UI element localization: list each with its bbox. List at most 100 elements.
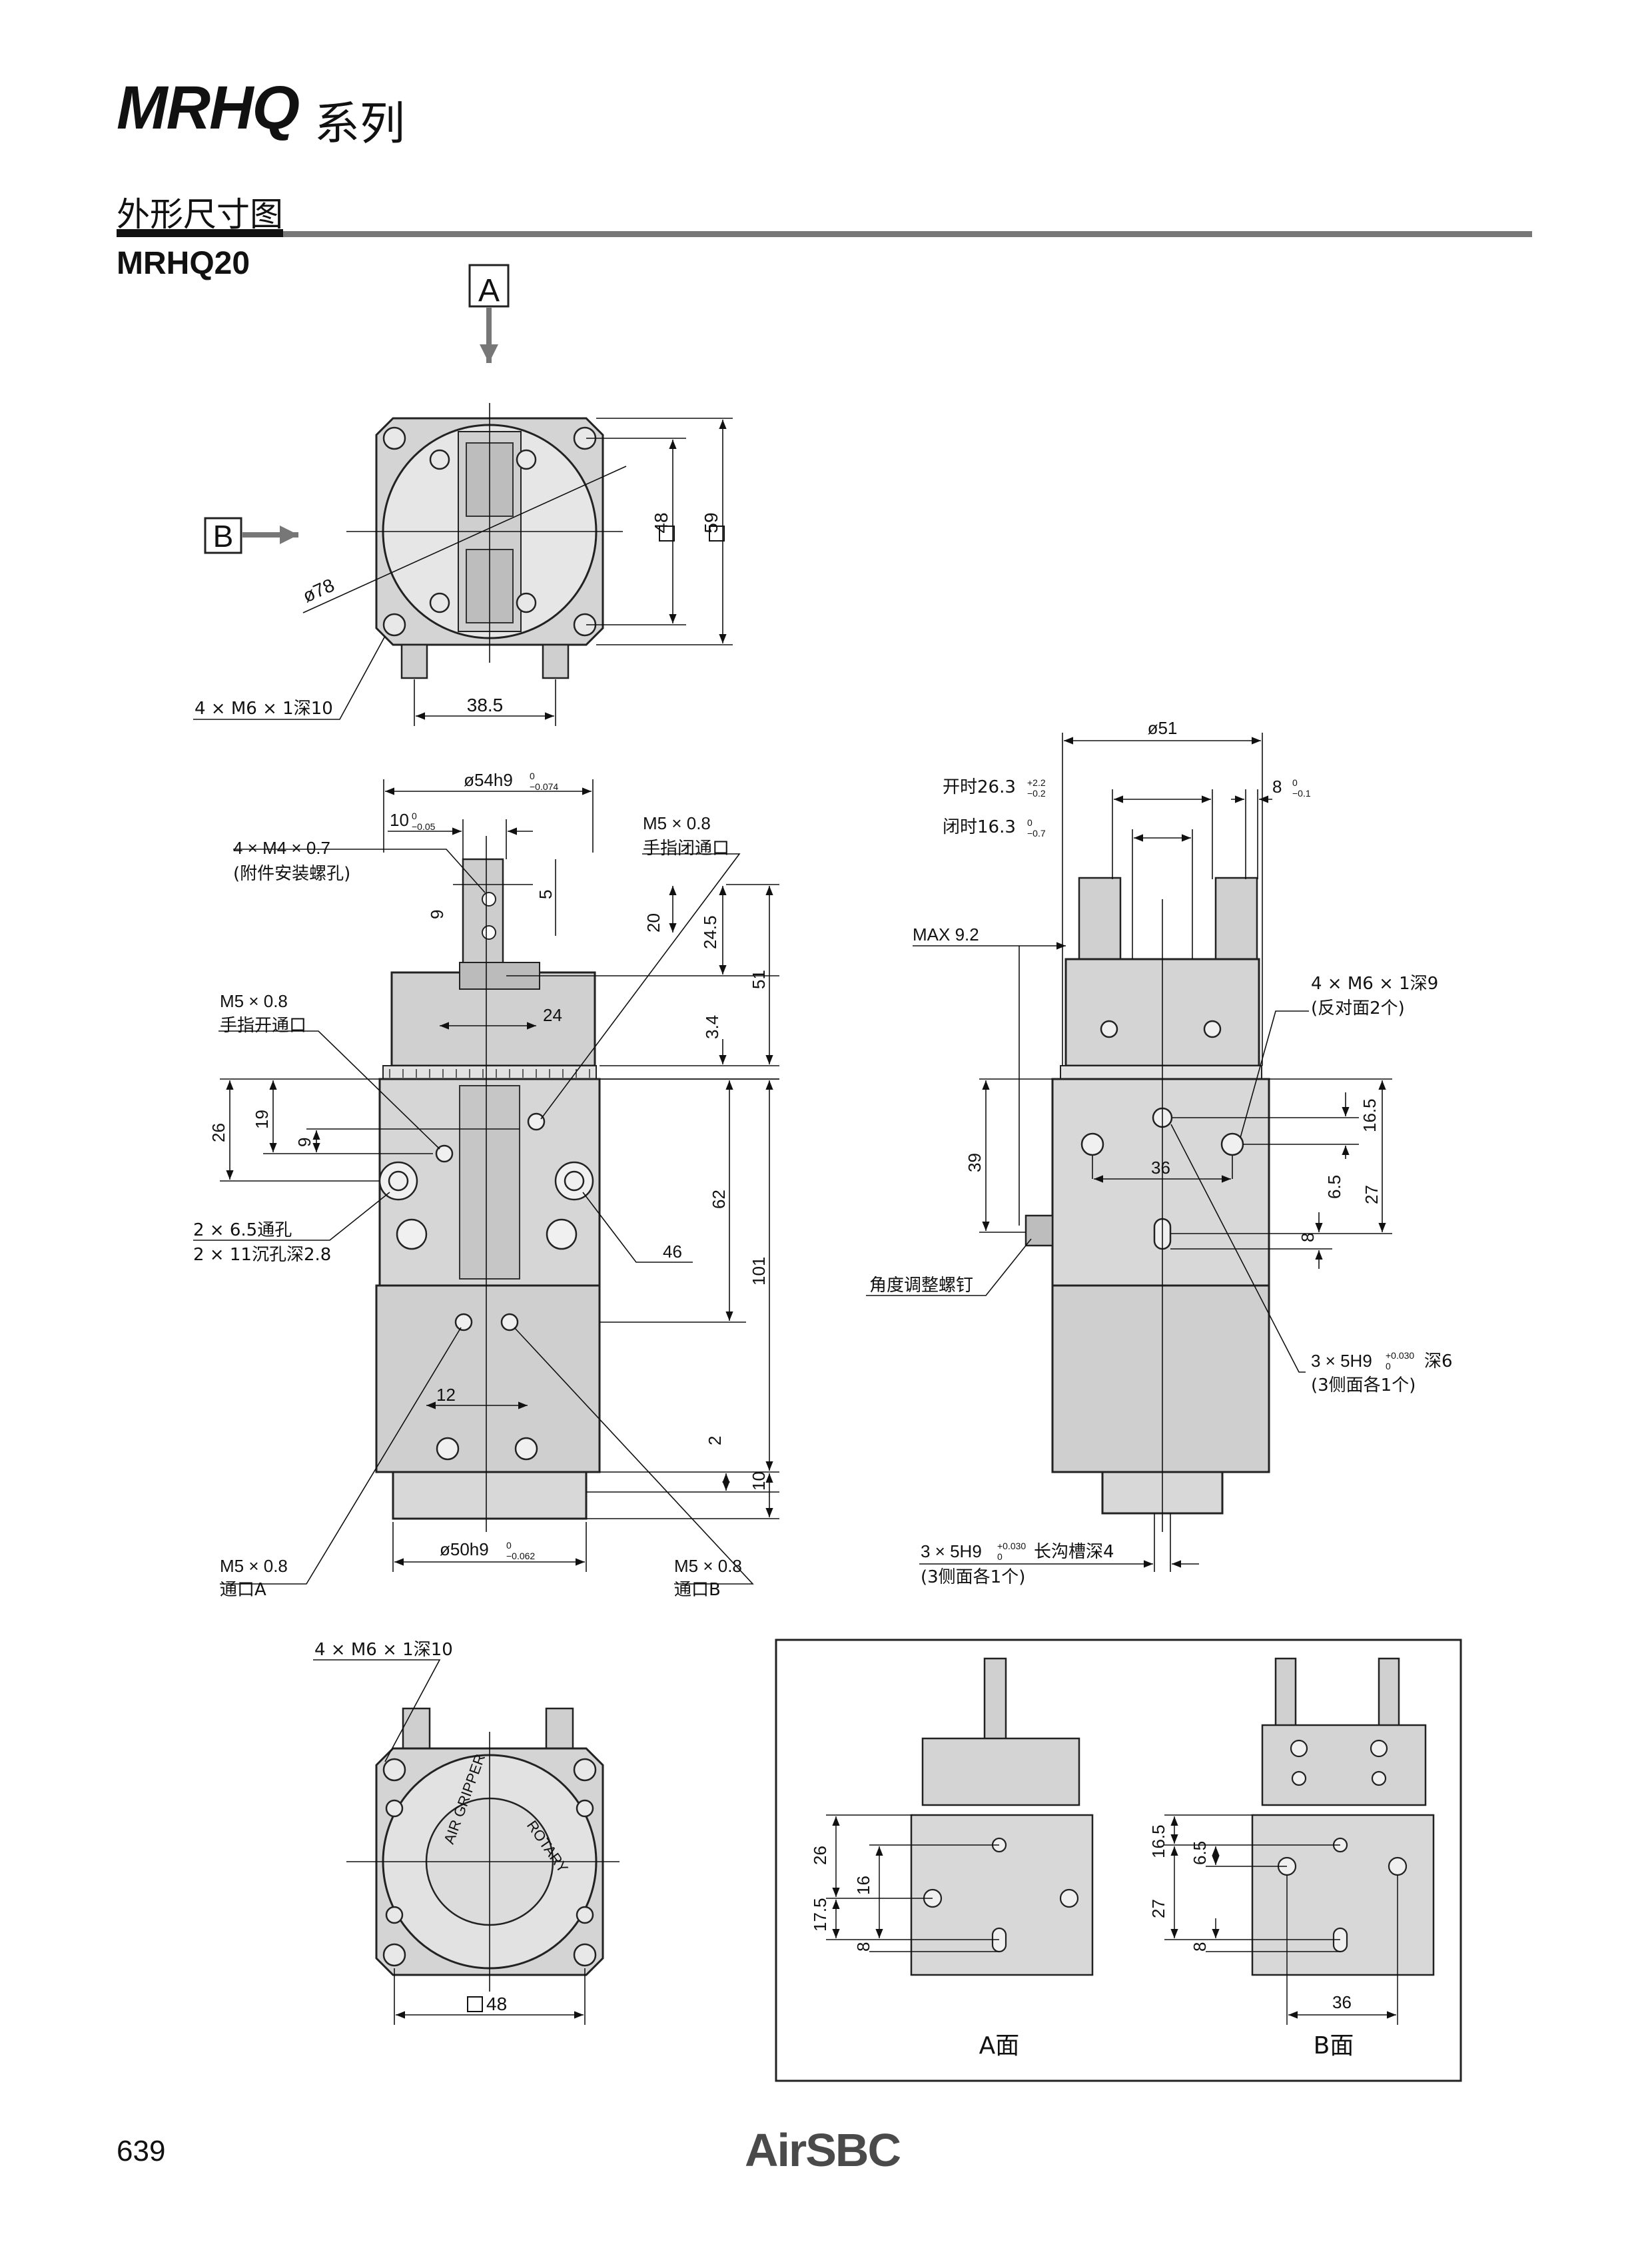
a-face-label: A面 (979, 2032, 1020, 2059)
section-rule-accent (117, 229, 283, 237)
svg-text:51: 51 (749, 970, 769, 989)
svg-text:0: 0 (1386, 1361, 1391, 1371)
svg-text:(3侧面各1个): (3侧面各1个) (921, 1567, 1025, 1587)
bottom-holes (382, 1758, 597, 1967)
side-open: 开时26.3 (943, 777, 1016, 797)
section-rule (283, 231, 1532, 237)
svg-text:39: 39 (965, 1153, 985, 1172)
svg-text:(反对面2个): (反对面2个) (1311, 998, 1405, 1018)
view-b-label: B (213, 519, 234, 554)
svg-text:通口B: 通口B (674, 1580, 721, 1600)
bottom-view: 4 × M6 × 1深10 48 ROTARY AIR GRIPPER (313, 1640, 620, 2025)
front-finger (462, 858, 504, 980)
svg-text:0: 0 (412, 811, 417, 821)
svg-text:5: 5 (536, 890, 556, 899)
svg-text:27: 27 (1362, 1185, 1382, 1204)
inset-views: 26 16 17.5 8 16.5 6.5 27 8 36 A面 B面 (775, 1639, 1462, 2082)
angle-screw-label: 角度调整螺钉 (869, 1276, 973, 1296)
svg-text:26: 26 (810, 1846, 830, 1865)
view-a-label: A (478, 273, 500, 308)
side-w8: 8 (1272, 777, 1282, 797)
side-close: 闭时16.3 (943, 817, 1016, 837)
page-number: 639 (117, 2135, 166, 2167)
svg-text:−0.062: −0.062 (506, 1551, 535, 1561)
svg-text:46: 46 (663, 1242, 682, 1262)
svg-text:20: 20 (643, 913, 663, 933)
front-d50: ø50h9 (440, 1539, 489, 1559)
svg-text:2 × 11沉孔深2.8: 2 × 11沉孔深2.8 (193, 1245, 331, 1265)
svg-text:+0.030: +0.030 (997, 1541, 1026, 1551)
svg-text:12: 12 (436, 1385, 456, 1405)
svg-text:0: 0 (530, 771, 535, 781)
svg-text:16.5: 16.5 (1360, 1098, 1380, 1132)
svg-text:101: 101 (749, 1257, 769, 1286)
side-lower-body (1051, 1284, 1270, 1473)
svg-text:16.5: 16.5 (1148, 1824, 1168, 1858)
svg-text:9: 9 (427, 910, 447, 919)
front-w10: 10 (390, 810, 409, 830)
svg-text:24: 24 (543, 1005, 562, 1025)
svg-text:2 × 6.5通孔: 2 × 6.5通孔 (193, 1220, 292, 1240)
svg-text:6.5: 6.5 (1324, 1175, 1344, 1199)
svg-text:8: 8 (1190, 1942, 1210, 1952)
top-view: A B ø78 48 (193, 264, 733, 726)
svg-text:9: 9 (294, 1138, 314, 1147)
svg-text:深6: 深6 (1424, 1351, 1453, 1371)
top-port-left (400, 643, 428, 679)
view-a-box (468, 264, 510, 308)
svg-text:+0.030: +0.030 (1386, 1350, 1414, 1361)
top-sq59-label: 59 (701, 512, 721, 533)
top-corner-holes (382, 426, 597, 637)
front-port-b: M5 × 0.8 (674, 1556, 742, 1576)
series-suffix: 系列 (314, 98, 406, 151)
svg-text:长沟槽深4: 长沟槽深4 (1034, 1542, 1114, 1562)
view-b-box (204, 517, 242, 554)
front-scale (382, 1065, 597, 1080)
svg-text:0: 0 (506, 1540, 512, 1551)
b-face-label: B面 (1314, 2032, 1354, 2059)
side-pin: 3 × 5H9 (1311, 1351, 1372, 1371)
top-holes-label: 4 × M6 × 1深10 (195, 699, 333, 719)
front-lower-body (375, 1284, 601, 1473)
bottom-holes-label: 4 × M6 × 1深10 (314, 1640, 453, 1660)
front-view: ø54h9 0 −0.074 10 0 −0.05 4 × M4 × 0.7 (… (193, 770, 779, 1600)
svg-text:手指闭通口: 手指闭通口 (643, 839, 729, 859)
side-slot: 3 × 5H9 (921, 1541, 982, 1561)
svg-text:−0.074: −0.074 (530, 781, 558, 792)
series-title: MRHQ (117, 74, 300, 142)
svg-text:−0.1: −0.1 (1292, 788, 1311, 799)
front-port-a: M5 × 0.8 (220, 1556, 288, 1576)
front-m4: 4 × M4 × 0.7 (233, 838, 330, 858)
svg-text:36: 36 (1332, 1992, 1352, 2012)
side-d51: ø51 (1148, 718, 1178, 738)
svg-text:27: 27 (1148, 1899, 1168, 1918)
side-view: ø51 开时26.3 +2.2 −0.2 闭时16.3 0 −0.7 8 0 −… (866, 718, 1453, 1587)
side-finger-left (1078, 877, 1122, 972)
svg-text:(3侧面各1个): (3侧面各1个) (1311, 1375, 1416, 1395)
svg-text:16: 16 (853, 1876, 873, 1895)
side-max: MAX 9.2 (913, 925, 979, 944)
front-m5-close: M5 × 0.8 (643, 813, 711, 833)
front-bottom (392, 1471, 588, 1520)
svg-text:0: 0 (1292, 777, 1298, 788)
top-width-label: 38.5 (467, 695, 504, 715)
svg-text:0: 0 (997, 1551, 1003, 1562)
svg-text:−0.2: −0.2 (1027, 788, 1046, 799)
svg-text:24.5: 24.5 (700, 915, 720, 949)
svg-text:36: 36 (1151, 1158, 1170, 1178)
top-port-right (542, 643, 570, 679)
model-name: MRHQ20 (117, 246, 250, 281)
svg-text:手指开通口: 手指开通口 (220, 1016, 306, 1036)
svg-text:8: 8 (1298, 1233, 1318, 1242)
svg-text:3.4: 3.4 (702, 1015, 722, 1039)
svg-text:2: 2 (705, 1436, 725, 1445)
svg-text:6.5: 6.5 (1190, 1841, 1210, 1865)
svg-text:8: 8 (853, 1942, 873, 1952)
svg-text:(附件安装螺孔): (附件安装螺孔) (233, 864, 350, 884)
top-dia-label: ø78 (300, 575, 338, 607)
brand-logo: AirSBC (745, 2124, 901, 2176)
svg-text:19: 19 (252, 1110, 272, 1129)
svg-text:−0.05: −0.05 (412, 821, 436, 832)
bottom-sq48: 48 (486, 1994, 507, 2014)
